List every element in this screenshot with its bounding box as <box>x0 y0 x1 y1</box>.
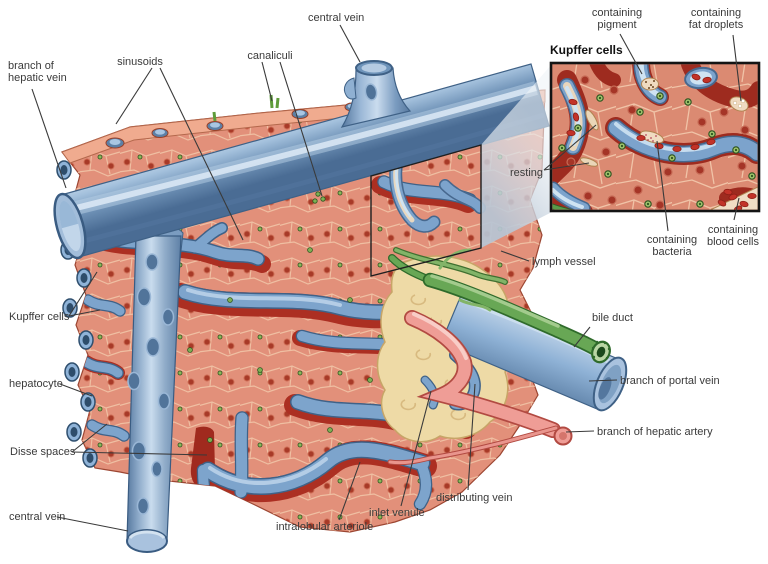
sinusoid-openings-left <box>56 160 98 468</box>
label-canaliculi: canaliculi <box>247 50 293 62</box>
label-containing-pigment: containing pigment <box>591 7 643 31</box>
magnified-region-box <box>370 144 482 277</box>
bile-duct-vessel <box>388 254 611 364</box>
hepatic-artery-branch <box>404 310 573 446</box>
lymph-vessel-network <box>393 247 508 312</box>
label-central-vein-top: central vein <box>308 12 365 24</box>
hepatocyte-nuclei <box>566 75 750 210</box>
intralobular-arteriole-vessel <box>387 425 559 466</box>
magnifier-cone <box>481 64 552 248</box>
label-kupffer-cells: Kupffer cells <box>9 311 70 323</box>
label-branch-of-hepatic-artery: branch of hepatic artery <box>597 426 713 438</box>
label-branch-of-hepatic-vein: branch of hepatic vein <box>8 60 67 84</box>
red-blood-cells <box>566 73 757 210</box>
central-vein-top-tube <box>340 60 412 128</box>
label-bile-duct: bile duct <box>592 312 633 324</box>
label-branch-of-portal-vein: branch of portal vein <box>620 375 720 387</box>
portal-triad <box>376 247 628 466</box>
inset-title-kupffer-cells: Kupffer cells <box>550 43 623 57</box>
kupffer-dots <box>558 92 756 208</box>
label-containing-blood-cells: containing blood cells <box>707 224 759 248</box>
central-vein-fenestrations <box>127 253 175 515</box>
label-hepatocyte: hepatocyte <box>9 378 63 390</box>
kupffer-cell-bodies <box>579 77 749 167</box>
hepatic-vein-opening <box>53 192 87 260</box>
label-inlet-venule: inlet venule <box>369 507 425 519</box>
label-resting: resting <box>510 167 544 179</box>
label-distributing-vein: distributing vein <box>436 492 513 504</box>
label-sinusoids: sinusoids <box>117 56 163 68</box>
hepatic-vein-tube <box>53 63 550 260</box>
label-disse-spaces: Disse spaces <box>10 446 76 458</box>
label-central-vein-bottom: central vein <box>9 511 66 523</box>
kupffer-inset <box>549 61 761 213</box>
leader-lines <box>31 24 742 532</box>
label-lymph-vessel: lymph vessel <box>532 256 596 268</box>
label-containing-bacteria: containing bacteria <box>646 234 698 258</box>
label-intralobular-arteriole: intralobular arteriole <box>276 521 374 533</box>
label-containing-fat-droplets: containing fat droplets <box>688 7 744 31</box>
